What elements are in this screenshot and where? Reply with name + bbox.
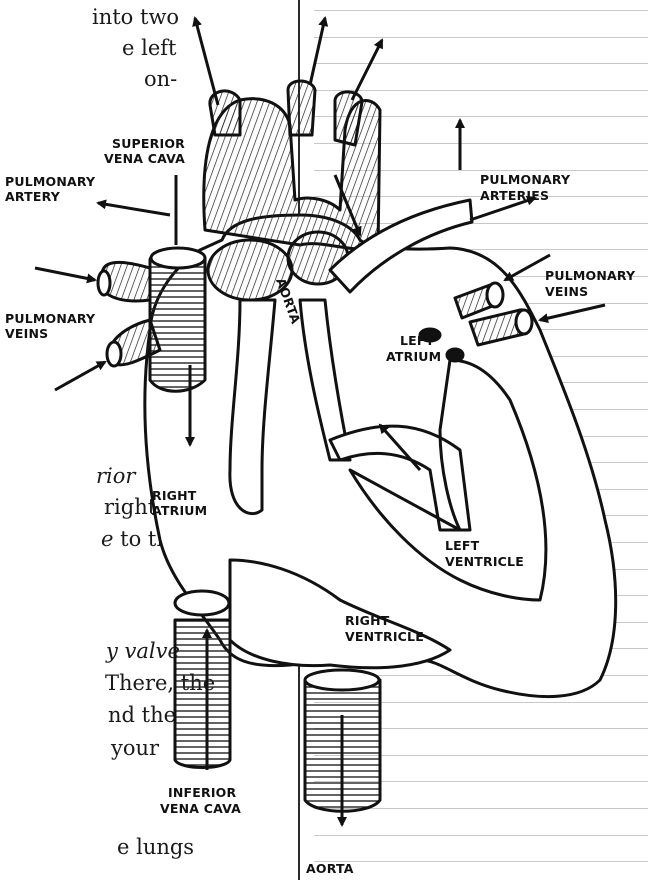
label-left-ventricle-2: VENTRICLE [445,554,524,569]
label-inferior-vena-cava-1: INFERIOR [168,785,236,800]
label-left-atrium-1: LEFT [400,333,435,348]
label-pulmonary-veins-left-1: PULMONARY [5,311,96,326]
label-aorta-bottom: AORTA [306,861,354,876]
label-pulmonary-artery-1: PULMONARY [5,174,96,189]
label-pulmonary-arteries-1: PULMONARY [480,172,571,187]
label-left-ventricle-1: LEFT [445,538,480,553]
label-pulmonary-veins-right-2: VEINS [545,284,588,299]
label-pulmonary-artery-2: ARTERY [5,189,61,204]
label-superior-vena-cava-2: VENA CAVA [104,151,185,166]
label-right-ventricle-2: VENTRICLE [345,629,424,644]
label-left-atrium-2: ATRIUM [386,349,441,364]
inferior-vena-cava [175,620,230,768]
label-pulmonary-arteries-2: ARTERIES [480,188,549,203]
label-right-atrium-1: RIGHT [152,488,197,503]
label-pulmonary-veins-right-1: PULMONARY [545,268,636,283]
label-inferior-vena-cava-2: VENA CAVA [160,801,241,816]
label-right-ventricle-1: RIGHT [345,613,390,628]
label-superior-vena-cava-1: SUPERIOR [112,136,185,151]
label-right-atrium-2: ATRIUM [152,503,207,518]
superior-vena-cava [150,250,205,391]
label-pulmonary-veins-left-2: VEINS [5,326,48,341]
